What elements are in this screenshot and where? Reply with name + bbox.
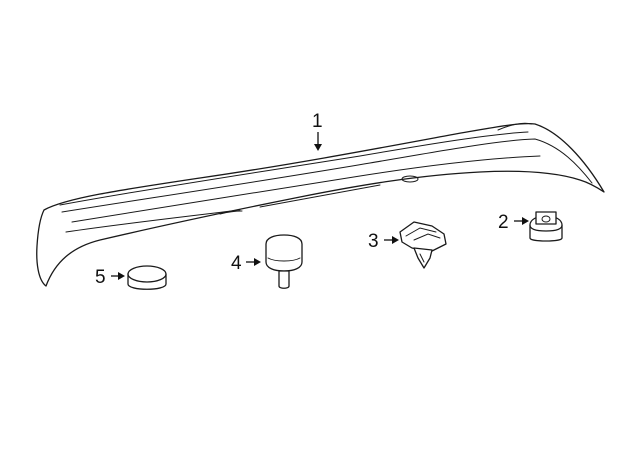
- spoiler-part: [36, 122, 605, 287]
- callout-label-3: 3: [368, 231, 379, 252]
- clip-part: [399, 221, 447, 269]
- callout-label-2: 2: [498, 212, 509, 233]
- callout-label-5: 5: [95, 267, 106, 288]
- bumper-part: [265, 234, 303, 289]
- callout-arrow-5: [111, 272, 125, 280]
- callout-label-1: 1: [312, 111, 323, 132]
- nut-part: [529, 211, 563, 242]
- washer-part: [127, 265, 167, 290]
- callout-arrow-3: [384, 236, 399, 244]
- callout-arrow-4: [246, 258, 261, 266]
- callout-arrow-1: [314, 132, 322, 151]
- callout-label-4: 4: [231, 253, 242, 274]
- callout-arrow-2: [514, 217, 529, 225]
